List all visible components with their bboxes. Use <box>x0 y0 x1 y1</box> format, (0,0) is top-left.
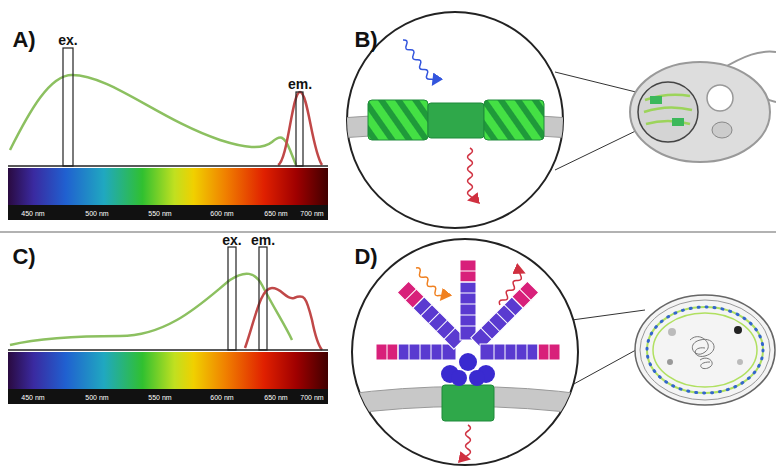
spectrum-plot-a <box>8 48 328 220</box>
wavelength-tick: 650 nm <box>264 394 287 401</box>
panel-letter: B) <box>354 29 377 51</box>
wavelength-tick: 650 nm <box>264 210 287 217</box>
excitation-label: ex. <box>58 33 77 47</box>
wavelength-tick: 600 nm <box>210 394 233 401</box>
wavelength-tick: 550 nm <box>148 394 171 401</box>
panel-letter: A) <box>12 29 35 51</box>
thylakoid-zoom <box>340 12 776 228</box>
wavelength-tick: 550 nm <box>148 210 171 217</box>
wavelength-tick: 500 nm <box>85 394 108 401</box>
wavelength-tick: 450 nm <box>21 394 44 401</box>
panel-letter: D) <box>354 246 377 268</box>
emission-label: em. <box>251 233 275 247</box>
wavelength-tick: 450 nm <box>21 210 44 217</box>
panel-letter: C) <box>12 246 35 268</box>
wavelength-tick: 700 nm <box>300 394 323 401</box>
phycobilisome-zoom <box>340 239 775 465</box>
spectrum-plot-c <box>8 247 328 404</box>
wavelength-tick: 600 nm <box>210 210 233 217</box>
wavelength-tick: 500 nm <box>85 210 108 217</box>
divider <box>0 231 776 233</box>
emission-label: em. <box>288 77 312 91</box>
excitation-label: ex. <box>222 233 241 247</box>
wavelength-tick: 700 nm <box>300 210 323 217</box>
